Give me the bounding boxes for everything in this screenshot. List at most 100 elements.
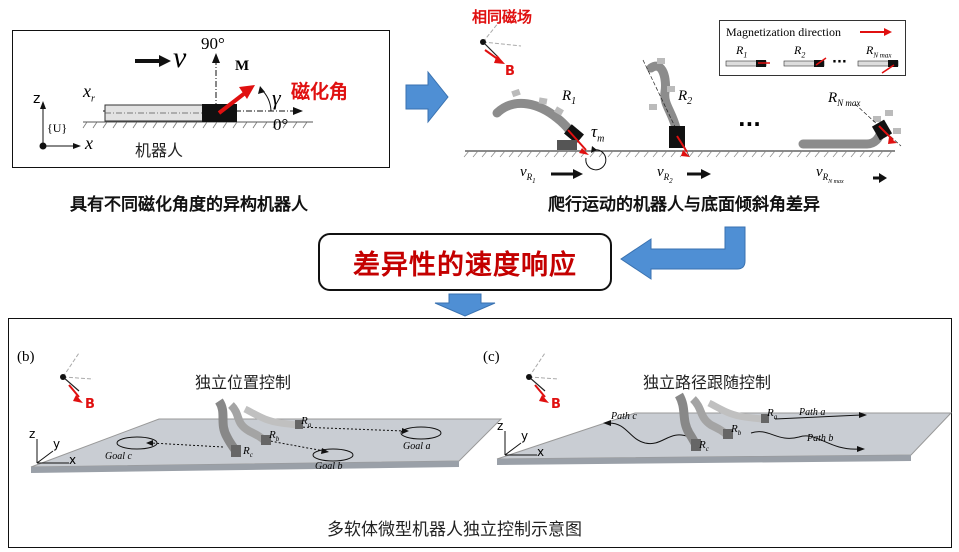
independent-control-figure [30,352,953,473]
plate-b-edge [31,461,459,473]
goal-b-label: Goal b [315,461,343,472]
moment-label: M [235,58,250,74]
legend-rn-label: RN max [866,43,892,60]
down-arrow-icon [434,293,496,317]
path-c-line [608,422,690,445]
magnetization-legend: Magnetization direction R1 R2 ··· RN max [719,20,906,76]
velocity-r2-arrowhead [701,169,711,179]
robot-c-magnet-b [231,445,241,457]
frame-z-arrowhead [40,101,46,109]
velocity-arrowhead [159,55,171,67]
panel-c-axis-z: z [497,419,504,433]
bottom-caption: 多软体微型机器人独立控制示意图 [327,520,582,540]
frame-z-label: z [33,91,41,107]
path-c-label: Path c [611,411,637,422]
robot-rn-label: RN max [828,90,861,108]
velocity-r1-label: vR1 [520,164,536,185]
traj-a-head [402,428,409,434]
torque-arc [585,149,607,171]
robot-r2-label: R2 [678,88,693,107]
traj-b [258,438,325,452]
robot-magnetization-panel: v 90° M γ 磁化角 0° xr z {U} x 机器人 [12,30,390,168]
same-field-label: 相同磁场 [472,8,533,26]
panel-b-rc-label: Rc [243,445,253,460]
panel-b-axis-y: y [53,437,61,451]
robot-rn-trail [873,110,901,134]
panel-c-rb-label: Rb [731,423,742,438]
panel-b-rb-label: Rb [269,429,280,444]
robot-rn-arrow [878,125,894,141]
panel-c-field-label: B [551,397,561,412]
velocity-r1-arrowhead [573,169,583,179]
robot-r1-arrowhead [579,148,589,155]
panel-b-title: 独立位置控制 [195,373,292,392]
magnetization-angle-label: 磁化角 [291,81,349,103]
field-cone [482,11,522,47]
traj-c-head [146,440,153,446]
legend-arrowhead [884,28,892,36]
field-b-arrowhead [494,55,505,64]
legend-figure [725,28,899,74]
panel-b-axis-x: x [69,453,77,467]
field-c-line [528,376,546,392]
robot-magnetization-figure [39,53,313,150]
left-caption: 具有不同磁化角度的异构机器人 [70,195,308,215]
field-b-cone [62,352,94,380]
path-b-head [857,446,865,452]
path-b-label: Path b [807,433,834,444]
crawling-robots-figure [463,11,902,183]
axes-c-y [504,442,522,456]
field-line [482,41,500,59]
robot-r2-arrowhead [681,150,690,157]
robot-r1-label: R1 [562,88,577,107]
legend-r1-label: R1 [736,43,748,60]
velocity-symbol: v [173,41,187,74]
robot-r2-arrow [676,135,688,153]
robot-r1-body [492,98,578,139]
frame-x-label: x [85,133,93,153]
path-b-line [750,431,860,450]
robot-a-magnet-b [295,420,303,429]
legend-r2-label: R2 [794,43,806,60]
bent-left-arrow-icon [620,226,746,280]
robot-b-magnet-b [261,435,271,445]
panel-c-tag: (c) [483,349,500,365]
robot-r1-magnet [564,124,584,144]
right-caption: 爬行运动的机器人与底面倾斜角差异 [548,195,820,215]
robot-rn-arrowhead [888,137,897,144]
panel-c-rc-label: Rc [699,439,709,454]
traj-a [298,426,405,432]
robot-label: 机器人 [135,141,184,160]
velocity-rn-arrowhead [879,173,887,183]
field-c-cone [528,352,560,380]
field-b-label: B [505,64,515,79]
torque-label: τm [591,122,605,145]
robot-r2-body [646,61,682,137]
robot-a-body-c [707,399,766,423]
gamma-symbol: γ [272,85,281,110]
path-a-line [774,414,862,420]
panel-b-axis-z: z [29,427,36,441]
panel-b-ra-label: Ra [301,415,312,430]
field-b-arrow-b [68,384,80,398]
legend-rn-arrow [881,64,895,74]
independent-control-panel: (b) 独立位置控制 B z y x Goal c Goal b Goal a … [8,318,953,548]
field-c-arrow [534,384,546,398]
field-c-origin [526,374,532,380]
goal-b-ring [312,448,354,462]
robots-ellipsis: ··· [738,112,761,136]
frame-label: {U} [47,121,68,135]
frame-x-arrowhead [73,143,81,149]
robot-b-magnet-c [723,429,733,439]
robot-a-body-b [243,405,300,429]
field-b-origin [60,374,66,380]
path-a-head [859,412,867,418]
axis-0-arrowhead [293,107,303,115]
goal-c-ring [116,436,158,450]
legend-title: Magnetization direction [726,25,841,39]
velocity-r2-label: vR2 [657,164,673,185]
robot-r1-foot [557,140,577,150]
traj-c [150,442,224,448]
goal-a-label: Goal a [403,441,431,452]
panel-b-tag: (b) [17,349,35,365]
